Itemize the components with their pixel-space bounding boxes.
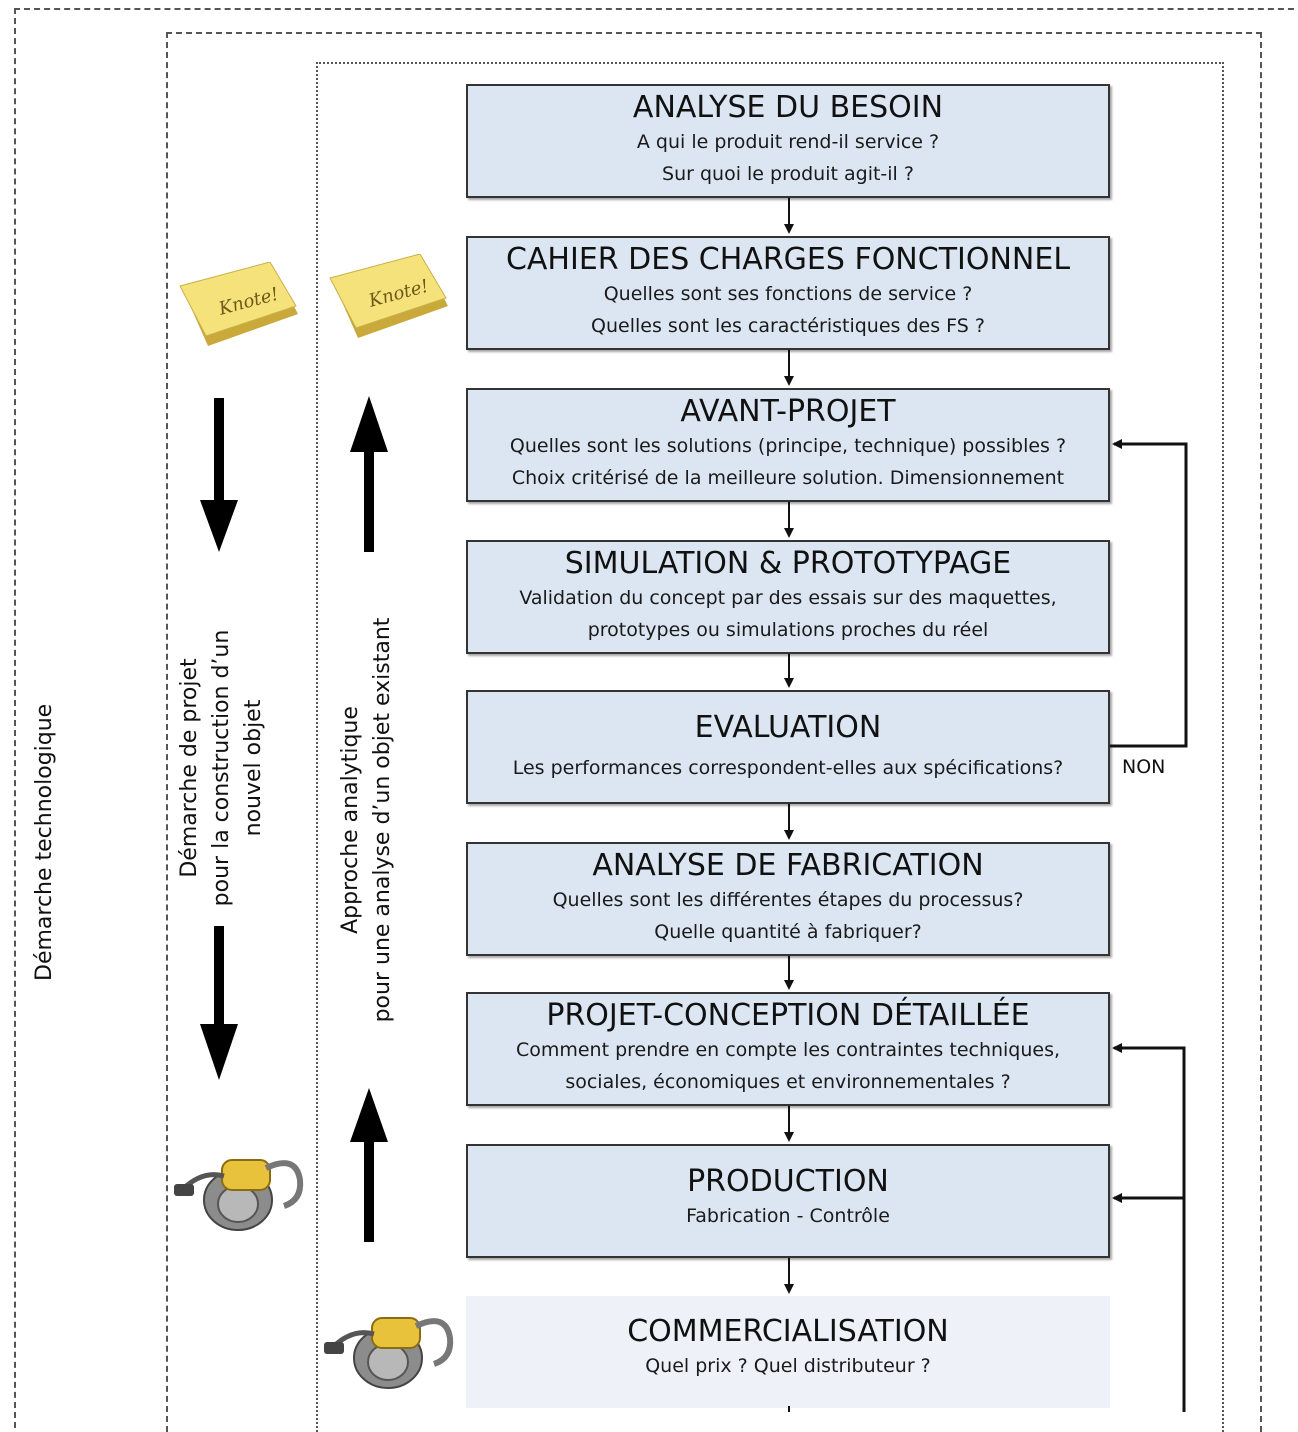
step-title: AVANT-PROJET	[680, 394, 896, 429]
step-line: Comment prendre en compte les contrainte…	[515, 1039, 1061, 1061]
step-title: CAHIER DES CHARGES FONCTIONNEL	[505, 242, 1071, 277]
step-analyse-de-fabrication: ANALYSE DE FABRICATION Quelles sont les …	[466, 842, 1110, 956]
step-line: Quelles sont les caractéristiques des FS…	[591, 315, 985, 337]
step-title: COMMERCIALISATION	[627, 1314, 949, 1349]
vacuum-cleaner-icon	[322, 1298, 456, 1394]
inner-frame-approche-analytique	[316, 62, 1224, 1432]
step-evaluation: EVALUATION Les performances corresponden…	[466, 690, 1110, 804]
sticky-note-icon: Knote!	[178, 261, 302, 356]
step-line: prototypes ou simulations proches du rée…	[587, 619, 989, 641]
up-arrow-head	[350, 396, 388, 452]
step-line: Les performances correspondent-elles aux…	[512, 757, 1064, 779]
sticky-note-icon: Knote!	[328, 253, 452, 348]
up-arrow-head	[350, 1088, 388, 1142]
step-line: Fabrication - Contrôle	[686, 1205, 890, 1227]
feedback-label-non: NON	[1122, 756, 1166, 778]
step-line: Quelles sont les différentes étapes du p…	[552, 889, 1024, 911]
step-line: Sur quoi le produit agit-il ?	[662, 163, 914, 185]
step-title: PRODUCTION	[687, 1164, 889, 1199]
step-line: Quelle quantité à fabriquer?	[654, 921, 922, 943]
step-avant-projet: AVANT-PROJET Quelles sont les solutions …	[466, 388, 1110, 502]
step-line: Quelles sont ses fonctions de service ?	[603, 283, 973, 305]
step-title: EVALUATION	[694, 710, 882, 745]
step-line: Quelles sont les solutions (principe, te…	[509, 435, 1067, 457]
up-arrow-shaft	[364, 1136, 374, 1242]
step-title: SIMULATION & PROTOTYPAGE	[564, 546, 1012, 581]
feedback-loop-evaluation	[1110, 439, 1188, 748]
middle-frame-demarche-projet	[166, 32, 1262, 1432]
vacuum-cleaner-icon	[172, 1140, 306, 1236]
step-title: ANALYSE DU BESOIN	[632, 90, 944, 125]
step-title: PROJET-CONCEPTION DÉTAILLÉE	[546, 998, 1030, 1033]
step-line: Validation du concept par des essais sur…	[519, 587, 1057, 609]
step-analyse-du-besoin: ANALYSE DU BESOIN A qui le produit rend-…	[466, 84, 1110, 198]
outer-frame-demarche-technologique	[14, 8, 1298, 1428]
step-title: ANALYSE DE FABRICATION	[592, 848, 984, 883]
step-commercialisation: COMMERCIALISATION Quel prix ? Quel distr…	[466, 1296, 1110, 1408]
step-cahier-des-charges: CAHIER DES CHARGES FONCTIONNEL Quelles s…	[466, 236, 1110, 350]
down-arrow-head	[200, 1024, 238, 1080]
down-arrow-shaft	[214, 398, 224, 506]
step-line: A qui le produit rend-il service ?	[636, 131, 940, 153]
down-arrow-shaft	[214, 926, 224, 1030]
step-simulation-prototypage: SIMULATION & PROTOTYPAGE Validation du c…	[466, 540, 1110, 654]
step-projet-conception-detaillee: PROJET-CONCEPTION DÉTAILLÉE Comment pren…	[466, 992, 1110, 1106]
feedback-loop-lower	[1112, 1043, 1186, 1412]
up-arrow-shaft	[364, 446, 374, 552]
step-line: Choix critérisé de la meilleure solution…	[511, 467, 1065, 489]
step-line: sociales, économiques et environnemental…	[565, 1071, 1011, 1093]
step-line: Quel prix ? Quel distributeur ?	[645, 1355, 931, 1377]
down-arrow-head	[200, 500, 238, 552]
step-production: PRODUCTION Fabrication - Contrôle	[466, 1144, 1110, 1258]
